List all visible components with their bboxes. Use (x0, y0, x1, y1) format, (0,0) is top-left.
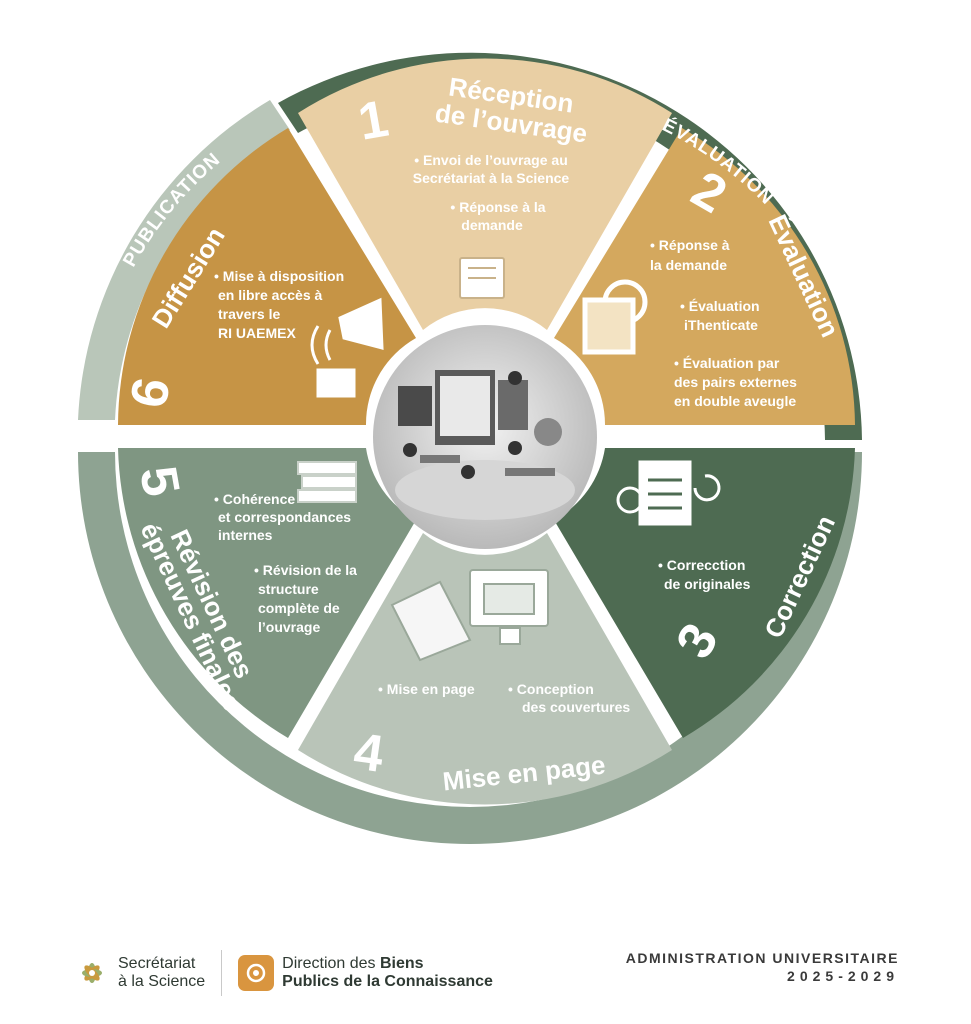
step-bullet: en libre accès à (218, 287, 323, 303)
step-bullet: en double aveugle (674, 393, 796, 409)
step-bullet: l’ouvrage (258, 619, 320, 635)
step-bullet: • Réponse à (650, 237, 730, 253)
dbpc-logo-icon (238, 955, 275, 991)
step-bullet: complète de (258, 600, 340, 616)
org1-name: Secrétariat à la Science (118, 955, 206, 990)
step-1: 1 Réception de l’ouvrage • Envoi de l’ou… (354, 71, 589, 233)
step-bullet: demande (461, 217, 523, 233)
megaphone-icon (310, 297, 384, 398)
monitor-icon (390, 569, 549, 662)
administration-label: ADMINISTRATION UNIVERSITAIRE 2025-2029 (625, 950, 899, 984)
step-bullet: • Envoi de l’ouvrage au (414, 152, 568, 168)
flower-logo-icon (82, 963, 102, 983)
footer: Secrétariat à la Science Direction des B… (0, 930, 971, 1010)
step-segments (118, 58, 855, 805)
step-bullet: de originales (664, 576, 751, 592)
magnifier-icon (582, 279, 648, 355)
books-icon (297, 461, 357, 503)
document-icon (459, 257, 505, 299)
step-bullet: structure (258, 581, 319, 597)
footer-logos: Secrétariat à la Science Direction des B… (76, 950, 493, 996)
ring-evaluation (278, 52, 862, 440)
segment-1 (298, 58, 672, 331)
step-bullet: et correspondances (218, 509, 351, 525)
step-bullet: • Révision de la (254, 562, 357, 578)
step-bullet: • Mise à disposition (214, 268, 344, 284)
step-bullet: Secrétariat à la Science (413, 170, 570, 186)
segment-3 (554, 448, 855, 738)
footer-divider (221, 950, 223, 996)
segment-5 (118, 448, 416, 738)
center-illustration (373, 325, 597, 549)
segment-6 (118, 128, 416, 425)
ring-publication (78, 100, 290, 420)
step-bullet: la demande (650, 257, 727, 273)
step-bullet: • Évaluation (680, 298, 760, 314)
step-bullet: • Cohérence (214, 491, 295, 507)
step-bullet: des pairs externes (674, 374, 797, 390)
step-bullet: • Mise en page (378, 681, 475, 697)
step-bullet: des couvertures (522, 699, 630, 715)
step-bullet: • Correcction (658, 557, 745, 573)
step-bullet: travers le (218, 306, 280, 322)
step-bullet: iThenticate (684, 317, 758, 333)
phase-rings (78, 52, 862, 844)
org2-name: Direction des Biens Publics de la Connai… (282, 955, 493, 990)
step-bullet: RI UAEMEX (218, 325, 296, 341)
segment-4 (298, 533, 672, 805)
process-wheel: ÉVALUATION PUBLICATION ÉDITION 1 Récepti… (78, 52, 862, 900)
step-bullet: • Conception (508, 681, 594, 697)
phase-label-edition: ÉDITION (438, 876, 523, 900)
step-bullet: internes (218, 527, 273, 543)
step-bullet: • Réponse à la (450, 199, 545, 215)
checklist-icon (616, 460, 721, 526)
step-bullet: • Évaluation par (674, 355, 780, 371)
